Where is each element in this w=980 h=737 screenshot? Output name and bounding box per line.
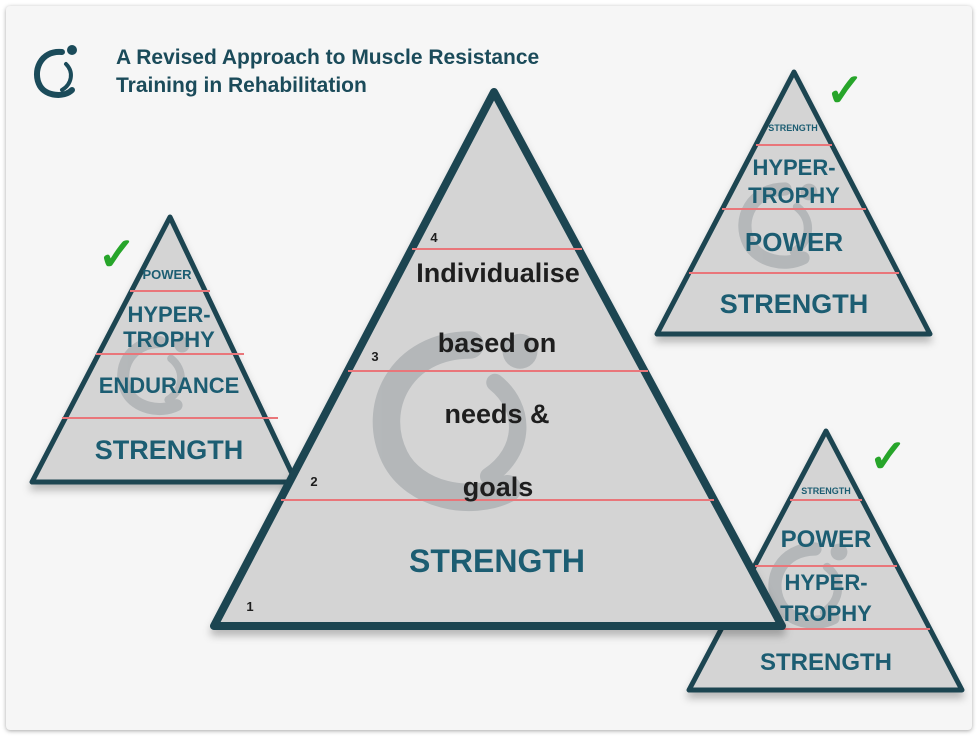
left-pyramid-shape <box>29 214 299 485</box>
top-right-level-strength-top: STRENGTH <box>768 123 818 133</box>
page-title: A Revised Approach to Muscle Resistance … <box>116 44 539 100</box>
main-pyramid: 4 3 2 1 Individualise based on needs & g… <box>210 88 786 630</box>
left-level-hyper-2: TROPHY <box>123 327 215 352</box>
bottom-right-level-strength: STRENGTH <box>760 649 892 676</box>
top-right-check-icon: ✓ <box>826 64 865 116</box>
left-level-hyper-1: HYPER- <box>127 302 210 327</box>
top-right-level-hyper-2: TROPHY <box>748 183 840 208</box>
top-right-pyramid: STRENGTH HYPER- TROPHY POWER STRENGTH ✓ <box>654 64 933 337</box>
left-level-power: POWER <box>142 267 192 282</box>
top-right-pyramid-shape <box>654 69 933 337</box>
page-title-line-2: Training in Rehabilitation <box>116 74 367 97</box>
main-message-line-1: Individualise <box>416 258 580 288</box>
bottom-right-level-hyper-1: HYPER- <box>784 570 867 595</box>
left-level-endurance: ENDURANCE <box>99 373 240 398</box>
main-message-line-2: based on <box>438 328 557 358</box>
main-message-line-4: goals <box>463 472 534 502</box>
bottom-right-check-icon: ✓ <box>869 430 908 482</box>
page-title-line-1: A Revised Approach to Muscle Resistance <box>116 46 540 69</box>
main-level-2: 2 <box>310 474 317 489</box>
left-check-icon: ✓ <box>98 228 137 280</box>
left-pyramid: POWER HYPER- TROPHY ENDURANCE STRENGTH ✓ <box>29 214 299 485</box>
main-level-4: 4 <box>430 230 438 245</box>
main-level-3: 3 <box>371 349 378 364</box>
bottom-right-level-power: POWER <box>781 526 872 553</box>
figure-swirl-logo-icon <box>33 45 77 98</box>
top-right-level-hyper-1: HYPER- <box>752 155 835 180</box>
bottom-right-level-strength-top: STRENGTH <box>801 486 851 496</box>
main-level-strength: STRENGTH <box>409 543 585 579</box>
bottom-right-level-hyper-2: TROPHY <box>780 601 872 626</box>
top-right-level-power: POWER <box>745 227 843 257</box>
left-level-strength: STRENGTH <box>95 435 244 465</box>
main-pyramid-shape <box>210 88 786 630</box>
main-message-line-3: needs & <box>444 399 549 429</box>
top-right-level-strength: STRENGTH <box>720 289 869 319</box>
main-level-1: 1 <box>246 599 253 614</box>
